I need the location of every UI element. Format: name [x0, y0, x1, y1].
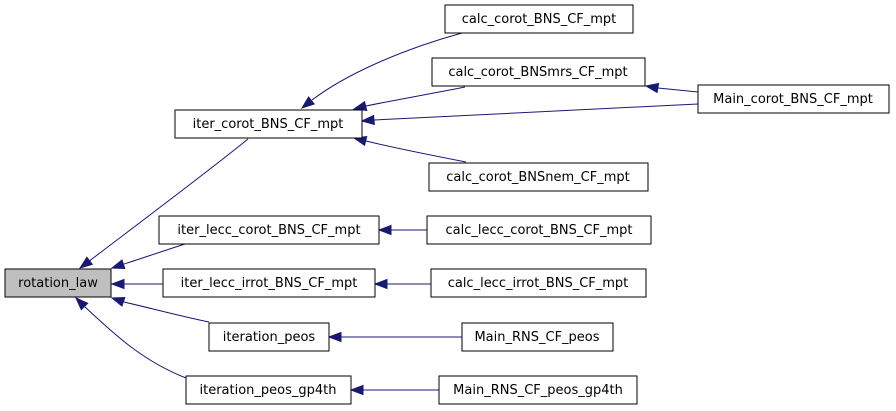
node-calc-lecc-corot[interactable]: calc_lecc_corot_BNS_CF_mpt [426, 215, 652, 245]
arrow-head-icon [110, 278, 125, 290]
edge-line [365, 140, 467, 163]
arrow-head-icon [110, 296, 126, 307]
node-label: calc_corot_BNSnem_CF_mpt [446, 170, 629, 185]
node-label: iter_corot_BNS_CF_mpt [193, 117, 344, 132]
edge-calc-lecc-irrot-to-iter-lecc-irrot [373, 278, 431, 290]
node-label: iteration_peos_gp4th [199, 383, 336, 398]
edge-main-corot-to-calc-corot-smrs [644, 82, 699, 94]
arrow-head-icon [110, 259, 126, 270]
edge-iteration-peos-gp4th-to-rotation-law [74, 296, 187, 379]
edge-line [373, 103, 699, 121]
edge-calc-lecc-corot-to-iter-lecc-corot [377, 224, 427, 236]
node-label: iter_lecc_corot_BNS_CF_mpt [177, 223, 360, 238]
node-calc-lecc-irrot[interactable]: calc_lecc_irrot_BNS_CF_mpt [430, 268, 647, 298]
node-label: iter_lecc_irrot_BNS_CF_mpt [181, 276, 358, 291]
edge-main-corot-to-iter-corot [360, 103, 699, 126]
arrow-head-icon [373, 278, 388, 290]
edge-line [83, 305, 187, 379]
node-label: rotation_law [18, 276, 98, 291]
node-label: calc_lecc_corot_BNS_CF_mpt [446, 223, 633, 238]
edge-line [123, 243, 186, 265]
node-iter-lecc-irrot[interactable]: iter_lecc_irrot_BNS_CF_mpt [162, 268, 376, 298]
node-calc-corot-nem[interactable]: calc_corot_BNSnem_CF_mpt [428, 162, 649, 192]
node-label: calc_corot_BNS_CF_mpt [462, 12, 617, 27]
node-label: Main_RNS_CF_peos [474, 330, 599, 345]
node-iteration-peos[interactable]: iteration_peos [208, 322, 330, 352]
node-main-rns-peos[interactable]: Main_RNS_CF_peos [461, 322, 614, 352]
edge-iteration-peos-to-rotation-law [110, 296, 210, 323]
node-iter-lecc-corot[interactable]: iter_lecc_corot_BNS_CF_mpt [158, 215, 380, 245]
edge-iter-lecc-corot-to-rotation-law [110, 243, 186, 270]
arrow-head-icon [78, 256, 94, 269]
edge-calc-corot-smrs-to-iter-corot [352, 86, 466, 112]
node-main-rns-peos-gp4th[interactable]: Main_RNS_CF_peos_gp4th [438, 375, 638, 405]
node-label: calc_corot_BNSmrs_CF_mpt [448, 65, 627, 80]
edge-main-rns-peos-gp4th-to-iteration-peos-gp4th [349, 384, 439, 396]
arrow-head-icon [300, 96, 316, 109]
arrow-head-icon [644, 82, 660, 94]
node-iteration-peos-gp4th[interactable]: iteration_peos_gp4th [185, 375, 352, 405]
arrow-head-icon [349, 384, 364, 396]
arrow-head-icon [327, 331, 342, 343]
edge-line [365, 86, 466, 107]
arrow-head-icon [377, 224, 392, 236]
edge-line [87, 138, 249, 263]
edge-iter-corot-to-rotation-law [78, 138, 249, 269]
node-iter-corot[interactable]: iter_corot_BNS_CF_mpt [174, 109, 363, 139]
node-calc-corot-smrs[interactable]: calc_corot_BNSmrs_CF_mpt [431, 57, 646, 87]
edge-line [657, 87, 699, 93]
arrow-head-icon [360, 114, 375, 126]
node-label: Main_RNS_CF_peos_gp4th [453, 383, 623, 398]
edge-line [311, 32, 463, 101]
edge-line [123, 301, 210, 323]
node-label: Main_corot_BNS_CF_mpt [713, 92, 873, 107]
edge-main-rns-peos-to-iteration-peos [327, 331, 462, 343]
edge-iter-lecc-irrot-to-rotation-law [110, 278, 163, 290]
arrow-head-icon [74, 296, 89, 311]
node-main-corot[interactable]: Main_corot_BNS_CF_mpt [697, 84, 890, 114]
node-label: calc_lecc_irrot_BNS_CF_mpt [448, 276, 629, 291]
edge-calc-corot-to-iter-corot [300, 32, 463, 109]
edges-layer [74, 32, 699, 396]
node-calc-corot[interactable]: calc_corot_BNS_CF_mpt [444, 4, 634, 34]
arrow-head-icon [352, 100, 368, 112]
node-label: iteration_peos [223, 330, 316, 345]
edge-calc-corot-nem-to-iter-corot [352, 135, 467, 163]
node-rotation-law[interactable]: rotation_law [4, 268, 112, 298]
